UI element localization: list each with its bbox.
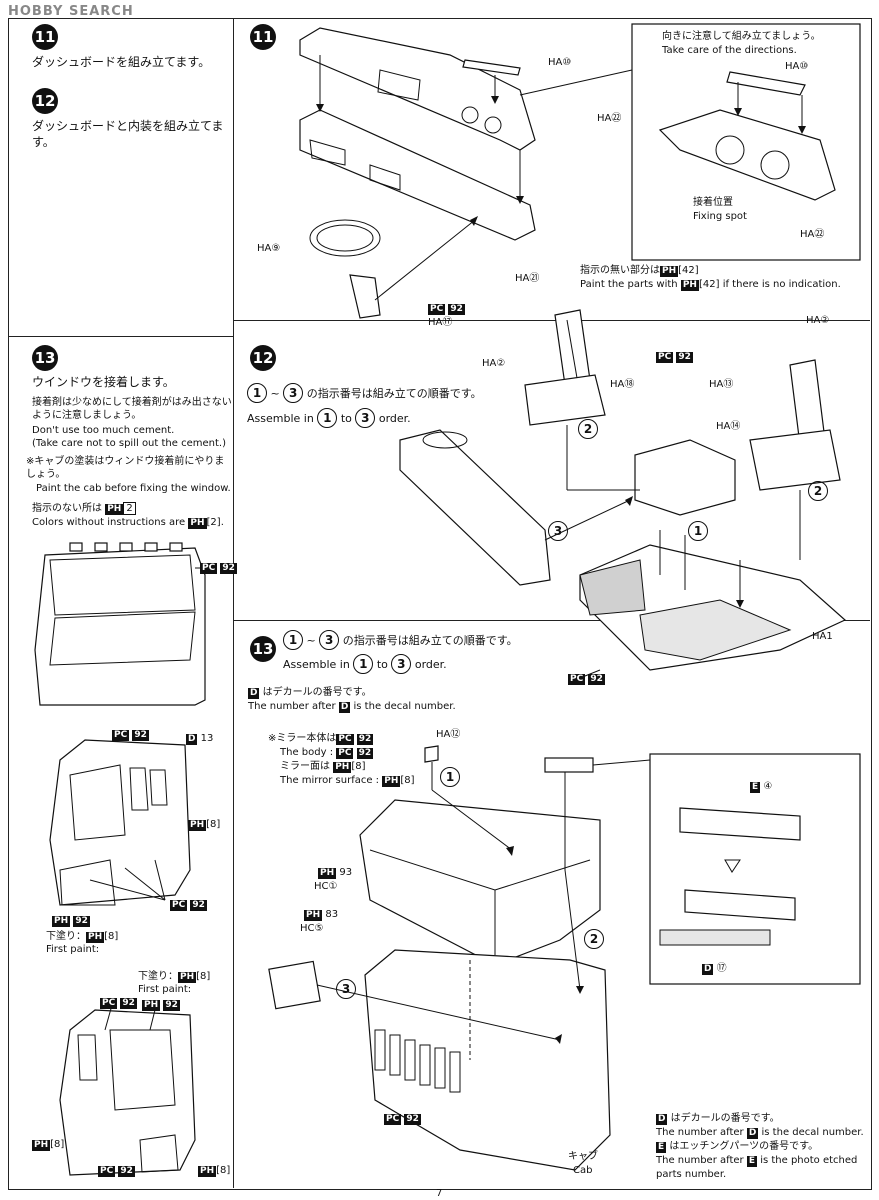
ha17-label: HA⑰ bbox=[428, 317, 453, 328]
side1-ph8: PH[8] bbox=[188, 819, 221, 831]
side1-first-paint-en: First paint: bbox=[46, 944, 100, 955]
s13-order-1-marker: 1 bbox=[440, 766, 460, 787]
ha2-label-right: HA② bbox=[806, 315, 830, 326]
mirror-body-en: The body : PC 92 bbox=[280, 747, 374, 759]
footnote-decal-en: The number after D is the decal number. bbox=[656, 1127, 864, 1139]
cab-label-jp: キャブ bbox=[568, 1151, 598, 1162]
side1-pc92-top: PC 92 bbox=[112, 730, 149, 741]
ha1-label: HA1 bbox=[812, 631, 833, 642]
e4-label: E ④ bbox=[750, 781, 773, 793]
paint-note-jp: ※キャブの塗装はウィンドウ接着前にやりましょう。 bbox=[26, 456, 225, 480]
footnote-etched-en2: parts number. bbox=[656, 1169, 727, 1180]
s12-order-jp: 1 ~ 3 の指示番号は組み立ての順番です。 bbox=[247, 383, 482, 403]
step-13-title: ウインドウを接着します。 bbox=[32, 375, 175, 389]
ha2-label-left: HA② bbox=[482, 358, 506, 369]
ha9-label: HA⑨ bbox=[257, 243, 281, 254]
window-frame-drawing bbox=[34, 542, 215, 706]
s13-order-en: Assemble in 1 to 3 order. bbox=[283, 654, 447, 674]
cement-note-en2: (Take care not to spill out the cement.) bbox=[32, 438, 226, 449]
fixing-spot-en: Fixing spot bbox=[693, 211, 747, 222]
divider-left-12-13 bbox=[8, 336, 233, 337]
side2-ph8-left: PH[8] bbox=[32, 1139, 65, 1151]
ph93-label: PH 93 bbox=[318, 867, 353, 879]
cab-side-drawing-2 bbox=[59, 1004, 196, 1176]
pc92-label-s12: PC 92 bbox=[656, 352, 693, 363]
cab-side-drawing-1 bbox=[49, 739, 191, 906]
cement-note-jp: 接着剤は少なめにして接着剤がはみ出さないように注意しましょう。 bbox=[32, 397, 232, 421]
hc1-label: HC① bbox=[314, 881, 338, 892]
paint-note-en: Paint the cab before fixing the window. bbox=[36, 483, 231, 494]
step-13-marker: 13 bbox=[32, 345, 58, 371]
order-2-left: 2 bbox=[578, 418, 598, 439]
s13-order-jp: 1 ~ 3 の指示番号は組み立ての順番です。 bbox=[283, 630, 518, 650]
order-3: 3 bbox=[548, 520, 568, 541]
cab-grille bbox=[374, 1029, 461, 1093]
footnote-etched-en: The number after E is the photo etched bbox=[656, 1155, 858, 1167]
side2-pc92-bottom: PC 92 bbox=[98, 1166, 135, 1177]
side2-ph8-right: PH[8] bbox=[198, 1165, 231, 1177]
inset-direction-jp: 向きに注意して組み立てましょう。 bbox=[662, 31, 821, 42]
right-step-12-marker: 12 bbox=[250, 345, 276, 371]
side1-first-paint-jp: 下塗り：PH[8] bbox=[46, 931, 119, 943]
cab-label-en: Cab bbox=[573, 1165, 593, 1176]
ha13-label: HA⑬ bbox=[709, 379, 734, 390]
footnote-etched-jp: E はエッチングパーツの番号です。 bbox=[656, 1141, 819, 1153]
step-12-marker: 12 bbox=[32, 88, 58, 114]
ha12-label: HA⑫ bbox=[436, 729, 461, 740]
ha22-label: HA㉒ bbox=[597, 113, 622, 124]
hc5-label: HC⑤ bbox=[300, 923, 324, 934]
ha14-label: HA⑭ bbox=[716, 421, 741, 432]
side2-pc92: PC 92 bbox=[100, 998, 137, 1009]
mirror-face-en: The mirror surface : PH[8] bbox=[280, 775, 415, 787]
side1-ph92: PH 92 bbox=[52, 916, 90, 927]
side2-first-paint-jp: 下塗り：PH[8] bbox=[138, 971, 211, 983]
side1-d13: D 13 bbox=[186, 733, 214, 745]
ha18-label: HA⑱ bbox=[610, 379, 635, 390]
order-2-right: 2 bbox=[808, 480, 828, 501]
side2-first-paint-en: First paint: bbox=[138, 984, 192, 995]
right-step-11-marker: 11 bbox=[250, 24, 276, 50]
side2-ph92: PH 92 bbox=[142, 1000, 180, 1011]
s13-order-2-marker: 2 bbox=[584, 928, 604, 949]
mirror-face-jp: ミラー面は PH[8] bbox=[280, 761, 366, 773]
decal-note-en: The number after D is the decal number. bbox=[248, 701, 456, 713]
page-number: 7 bbox=[436, 1188, 443, 1199]
side1-pc92-right: PC 92 bbox=[170, 900, 207, 911]
divider-right-11-12 bbox=[234, 320, 870, 321]
ph83-label: PH 83 bbox=[304, 909, 339, 921]
pc92-floor-label: PC 92 bbox=[568, 674, 605, 685]
footnote-decal-jp: D はデカールの番号です。 bbox=[656, 1113, 780, 1125]
watermark-logo: HOBBY SEARCH bbox=[8, 4, 134, 19]
inset-ha10-label: HA⑩ bbox=[785, 61, 809, 72]
fixing-spot-jp: 接着位置 bbox=[693, 197, 733, 208]
ha10-label: HA⑩ bbox=[548, 57, 572, 68]
inset-direction-en: Take care of the directions. bbox=[662, 45, 797, 56]
d17-label: D ⑰ bbox=[702, 963, 727, 975]
divider-right-12-13 bbox=[234, 620, 870, 621]
decal-note-jp: D はデカールの番号です。 bbox=[248, 687, 372, 699]
no-indication-en: Paint the parts with PH[42] if there is … bbox=[580, 279, 841, 291]
order-1: 1 bbox=[688, 520, 708, 541]
inset-ha22-label: HA㉒ bbox=[800, 229, 825, 240]
step-11-marker: 11 bbox=[32, 24, 58, 50]
s12-order-en: Assemble in 1 to 3 order. bbox=[247, 408, 411, 428]
window-pc92-label: PC 92 bbox=[200, 563, 237, 574]
step-11-text: ダッシュボードを組み立てます。 bbox=[32, 55, 211, 69]
s13-order-3-marker: 3 bbox=[336, 978, 356, 999]
ha21-label: HA㉑ bbox=[515, 273, 540, 284]
pc92-cab-label: PC 92 bbox=[384, 1114, 421, 1125]
step-12-text: ダッシュボードと内装を組み立てます。 bbox=[32, 119, 224, 149]
column-divider bbox=[233, 18, 234, 1188]
no-instruction-en: Colors without instructions are PH[2]. bbox=[32, 517, 224, 529]
pc92-label-s11: PC 92 bbox=[428, 304, 465, 315]
cement-note-en1: Don't use too much cement. bbox=[32, 425, 175, 436]
right-step-13-marker: 13 bbox=[250, 636, 276, 662]
